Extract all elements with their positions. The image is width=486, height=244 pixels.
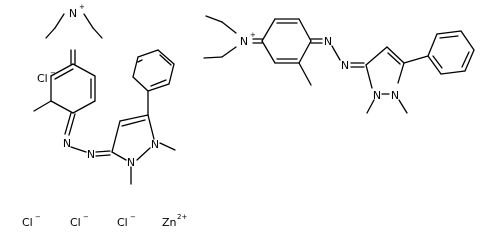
right-phenyl-bond-1 — [427, 33, 438, 57]
left-azo-n2-label: N — [87, 148, 95, 161]
right-molecule: N + N N N N — [203, 15, 475, 114]
right-ring-bond-4 — [298, 40, 312, 64]
left-methyl-bond — [33, 100, 52, 112]
right-ethyl1-ch3-bond — [205, 15, 223, 23]
left-ring-bond-1 — [72, 63, 96, 77]
left-n-plus-label: N — [69, 7, 77, 20]
chloride-ion-1-symbol: Cl — [37, 72, 48, 85]
right-phenyl-bond-2-inner — [439, 35, 459, 39]
right-n-plus-charge: + — [250, 31, 256, 39]
right-pyrazole-bond-2-inner — [387, 52, 401, 65]
left-phenyl-bond-2 — [132, 56, 139, 78]
left-ethyl1-ch2-bond — [54, 13, 65, 29]
left-molecule: N + N N N N — [33, 3, 176, 185]
left-n1-methyl-bond — [159, 142, 176, 151]
left-ring-bond-4 — [50, 100, 74, 114]
right-ethyl2-ch3-bond — [203, 56, 223, 59]
right-ring-n2-label: N — [373, 89, 381, 102]
chloride-ion-3-charge: − — [83, 213, 89, 221]
right-azo-n1-label: N — [324, 35, 332, 48]
left-pyrazole-bond-3 — [147, 114, 155, 140]
right-pyrazole-bond-3 — [397, 62, 405, 84]
right-ethyl1-ch2-bond — [221, 21, 237, 34]
right-phenyl-link-bond — [403, 55, 429, 64]
left-n-plus-charge: + — [79, 3, 85, 11]
left-azo-n1-label: N — [63, 137, 71, 150]
left-pyrazole-bond-5 — [111, 151, 127, 161]
right-ring-bond-1 — [261, 18, 276, 42]
right-n2-methyl-bond — [366, 99, 375, 114]
left-phenyl-bond-5 — [168, 63, 175, 85]
right-ring-n1-label: N — [391, 89, 399, 102]
right-phenyl-bond-4 — [464, 49, 475, 72]
right-ring-bond-3 — [298, 18, 312, 42]
left-phenyl-bond-6-inner — [150, 79, 167, 87]
left-ethyl1-ch3-bond — [45, 27, 56, 39]
left-pyrazole-bond-2 — [119, 114, 149, 122]
right-pyrazole-bond-2 — [386, 46, 405, 64]
left-ring-bond-6 — [50, 63, 74, 77]
left-ethyl2-ch3-bond — [92, 27, 103, 39]
right-phenyl-bond-4-inner — [461, 51, 470, 68]
left-ring-bond-6-inner — [54, 68, 74, 80]
left-ring-bond-3 — [72, 100, 96, 114]
left-phenyl-bond-3 — [137, 49, 159, 58]
right-pyrazole-bond-5 — [365, 64, 373, 89]
right-n-plus-label: N — [240, 35, 248, 48]
left-hydrazone-double-bond-a — [64, 112, 72, 135]
right-methyl-bond — [298, 62, 312, 86]
left-pyrazole-bond-4 — [136, 147, 151, 161]
left-hydrazone-double-bond-b — [68, 113, 76, 136]
right-azo-single-bond — [331, 45, 341, 61]
right-phenyl-bond-3 — [460, 30, 475, 51]
zinc-ion-charge: 2+ — [177, 213, 187, 221]
left-pyrazole-bond-2-inner — [121, 119, 146, 127]
left-ring-n1-label: N — [151, 138, 159, 151]
chloride-ion-2-charge: − — [35, 213, 41, 221]
left-azo-pyrazole-double-a — [95, 150, 111, 153]
right-phenyl-bond-6-inner — [432, 55, 443, 69]
right-phenyl-bond-5 — [440, 70, 466, 75]
right-pyrazole-bond-1 — [365, 46, 388, 66]
left-ethyl2-ch2-bond — [83, 13, 94, 29]
left-phenyl-bond-1 — [132, 76, 149, 92]
left-ring-n2-label: N — [127, 156, 135, 169]
right-phenyl-bond-2 — [436, 30, 462, 35]
left-phenyl-bond-4-inner — [159, 54, 172, 66]
left-phenyl-bond-6 — [147, 83, 170, 92]
chloride-ion-4-symbol: Cl — [117, 216, 128, 229]
right-azo-n2-label: N — [341, 59, 349, 72]
zinc-ion-symbol: Zn — [162, 216, 177, 229]
right-ring-bond-6 — [261, 40, 276, 64]
right-phenyl-bond-6 — [427, 55, 442, 75]
counterions: Cl − Cl − Cl − Cl − Zn 2+ — [22, 69, 187, 229]
left-azo-single-bond — [70, 146, 87, 153]
left-phenyl-bond-2-inner — [137, 59, 143, 63]
chloride-ion-1-charge: − — [50, 69, 56, 77]
right-n1-methyl-bond — [398, 99, 408, 114]
chloride-ion-4-charge: − — [130, 213, 136, 221]
chloride-ion-3-symbol: Cl — [70, 216, 81, 229]
left-azo-pyrazole-double-b — [95, 154, 111, 157]
chloride-ion-2-symbol: Cl — [22, 216, 33, 229]
left-phenyl-bond-4 — [157, 49, 175, 65]
right-ethyl2-ch2-bond — [221, 46, 237, 58]
left-pyrazole-bond-1 — [111, 120, 121, 153]
